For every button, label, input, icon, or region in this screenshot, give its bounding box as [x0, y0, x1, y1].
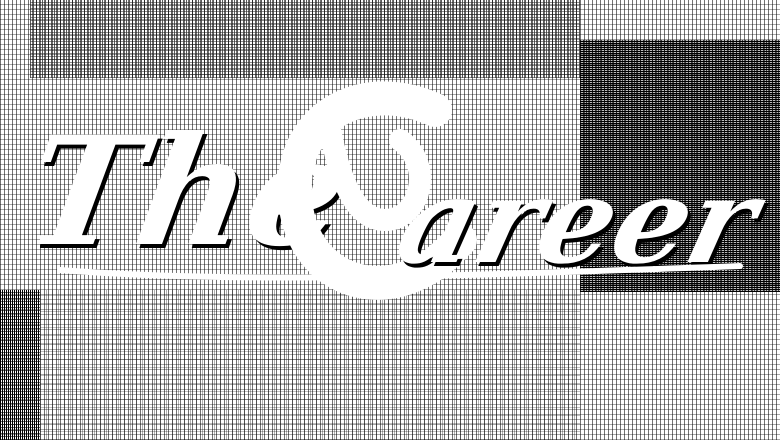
- logo-underline-swash: [57, 263, 743, 281]
- logo-c-inner: [319, 119, 431, 232]
- logo-c-swash: [277, 81, 477, 300]
- dark-halftone-band-right: [580, 40, 780, 292]
- script-logo: The The areer areer: [40, 70, 780, 310]
- dark-halftone-band-left: [0, 290, 40, 440]
- dark-halftone-band-top: [30, 0, 580, 78]
- light-halftone-band-lower: [40, 290, 580, 440]
- logo-wordmark: The The areer areer: [40, 81, 780, 300]
